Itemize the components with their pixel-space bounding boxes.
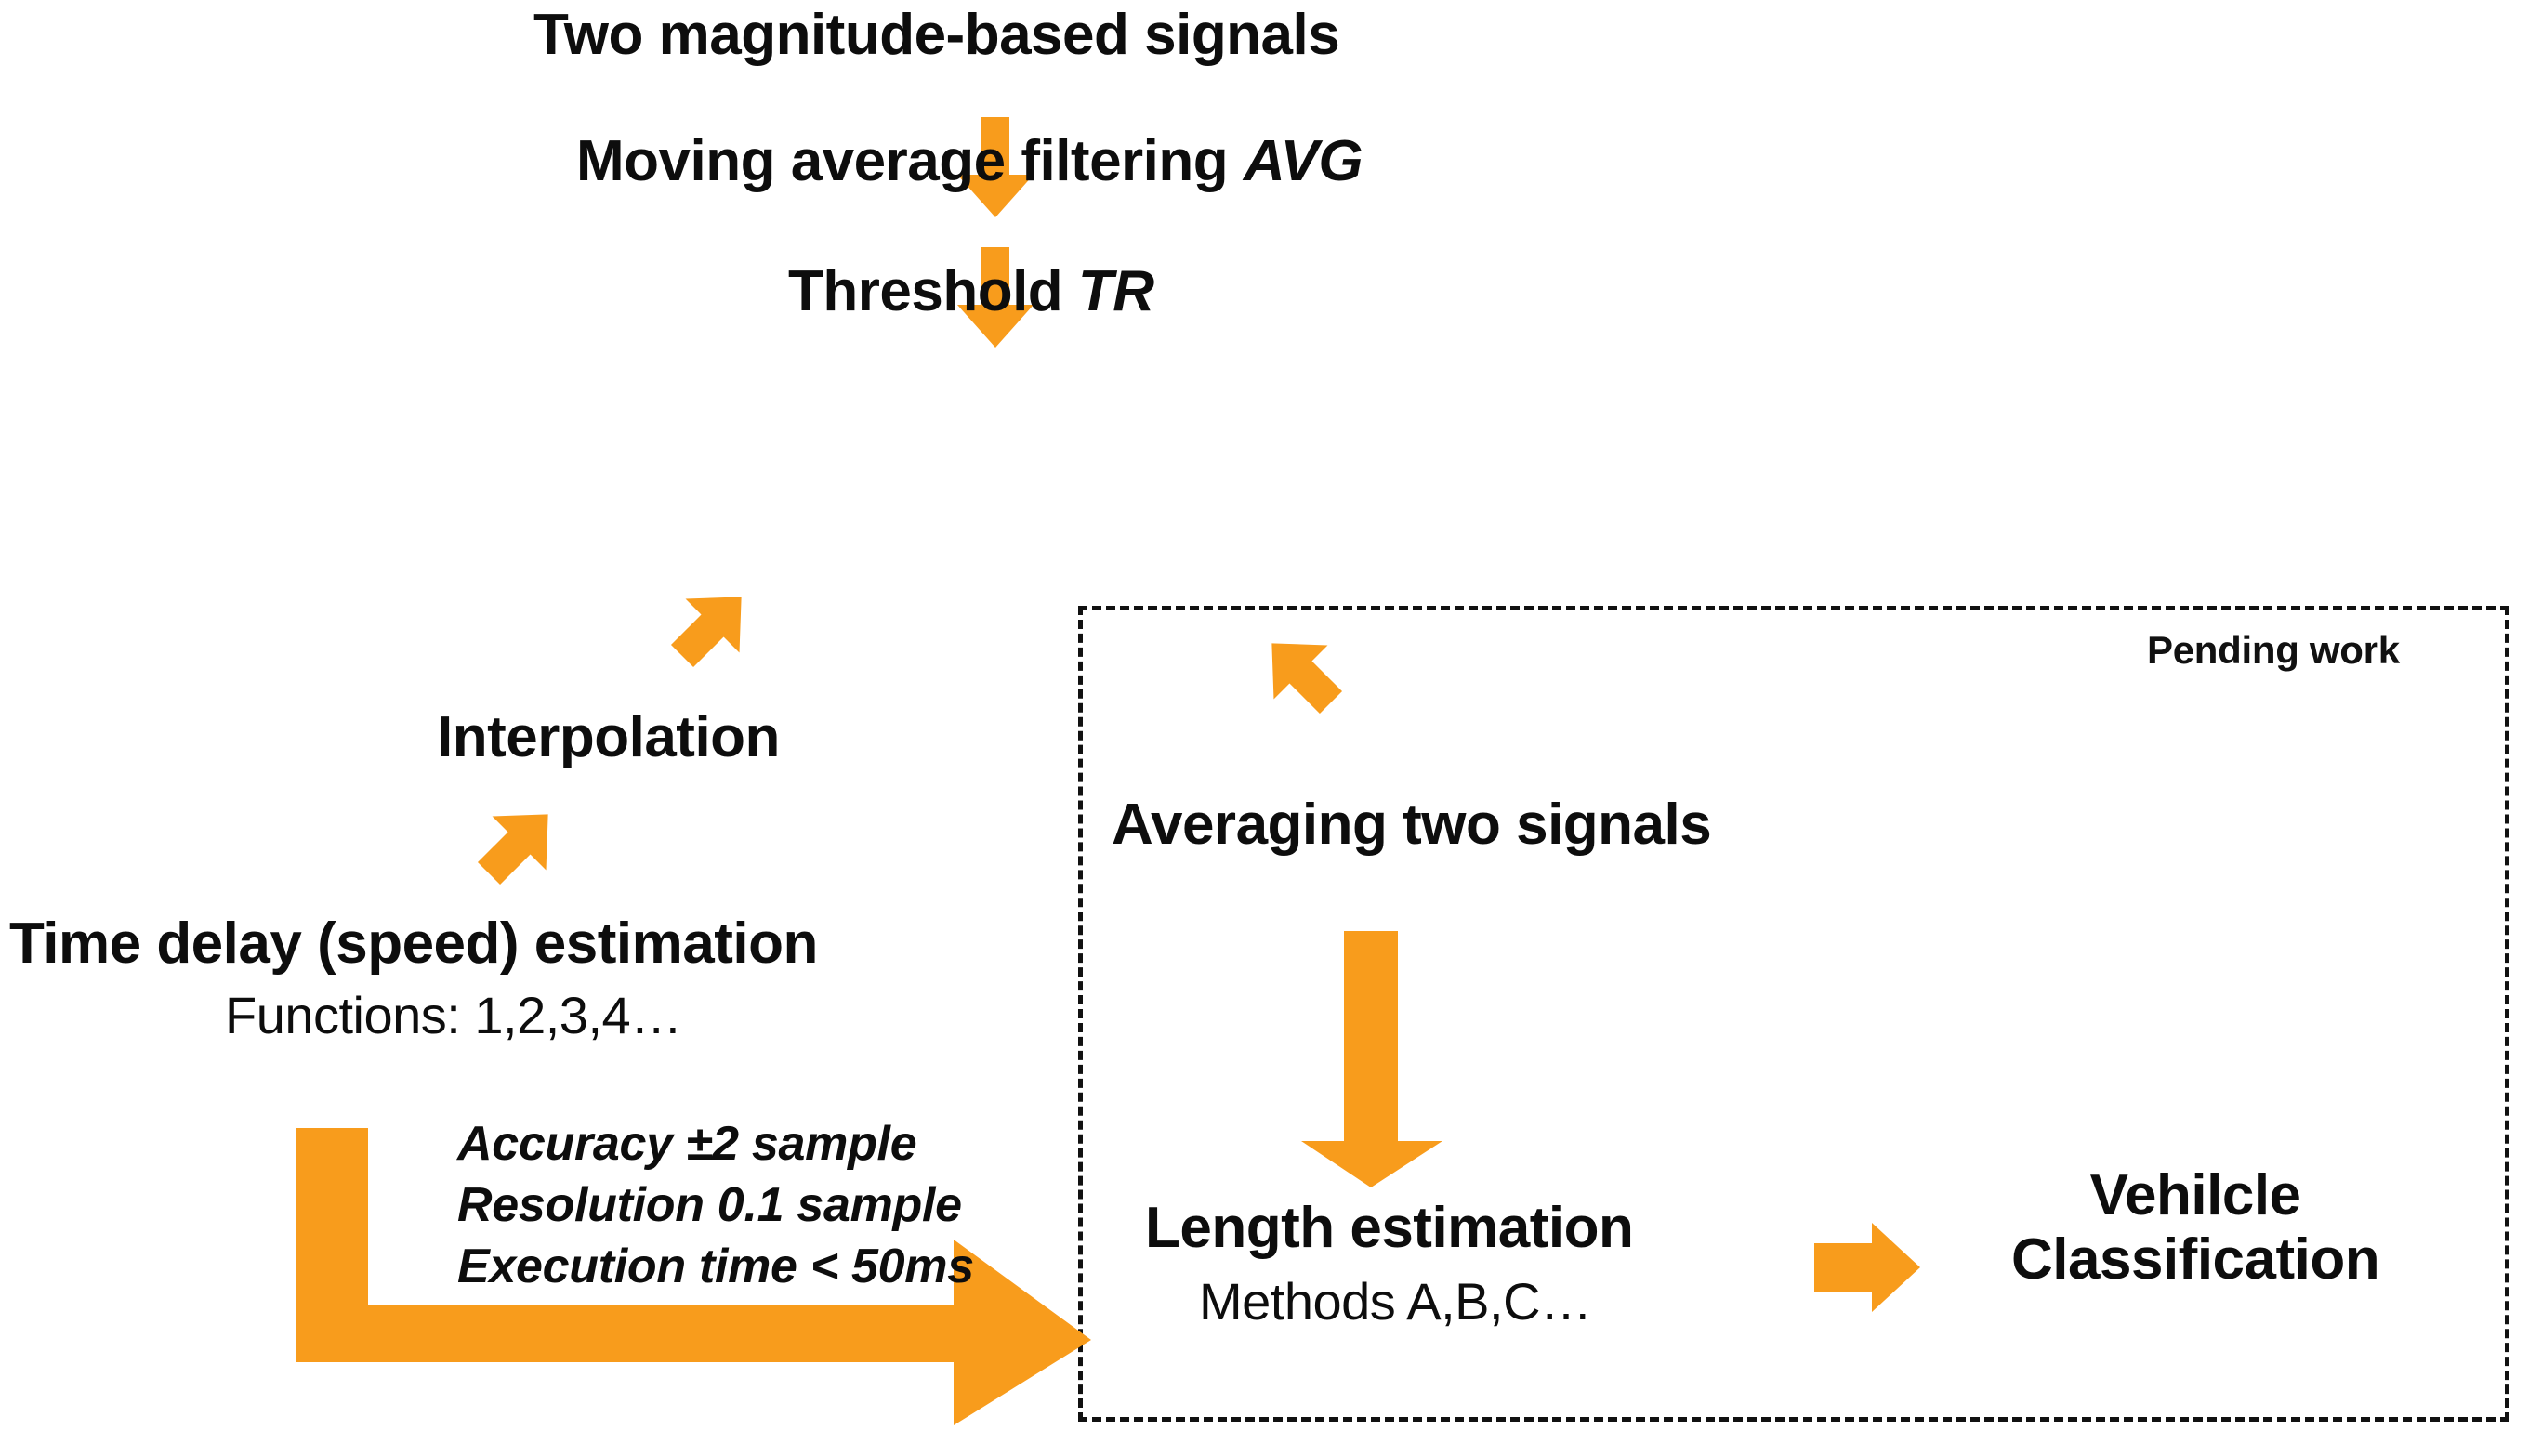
- arrow-threshold-to-interpolation-icon: [658, 578, 760, 680]
- spec-line-execution-time: Execution time < 50ms: [457, 1240, 974, 1294]
- node-threshold-symbol: TR: [1077, 259, 1154, 323]
- node-threshold: Threshold TR: [788, 262, 1154, 321]
- arrow-signals-to-moving-average-icon: [954, 117, 1037, 219]
- pending-work-label: Pending work: [2147, 628, 2400, 672]
- spec-line-resolution: Resolution 0.1 sample: [457, 1178, 962, 1233]
- pending-work-group-box: [1078, 606, 2509, 1422]
- node-source-signals: Two magnitude-based signals: [533, 3, 1340, 67]
- node-threshold-text: Threshold: [788, 259, 1078, 323]
- node-length-estimation-sublabel: Methods A,B,C…: [1199, 1272, 1592, 1331]
- node-time-delay-sublabel: Functions: 1,2,3,4…: [225, 986, 682, 1044]
- spec-annotation-block: Accuracy ±2 sample Resolution 0.1 sample…: [457, 1113, 974, 1297]
- node-moving-average: Moving average filtering AVG: [576, 132, 1363, 190]
- node-averaging-two-signals: Averaging two signals: [1112, 793, 1712, 857]
- arrow-length-to-classification-icon: [1814, 1219, 1926, 1321]
- node-vehicle-classification-line1: Vehilcle: [2089, 1163, 2301, 1227]
- node-interpolation: Interpolation: [437, 705, 780, 769]
- node-moving-average-text: Moving average filtering: [576, 129, 1244, 193]
- spec-line-accuracy: Accuracy ±2 sample: [457, 1117, 917, 1171]
- arrow-time-delay-to-pending-group-icon: [296, 1128, 1095, 1425]
- node-vehicle-classification-line2: Classification: [2011, 1227, 2380, 1292]
- arrow-interpolation-to-time-delay-icon: [465, 795, 567, 898]
- node-moving-average-symbol: AVG: [1243, 129, 1363, 193]
- node-vehicle-classification: Vehilcle Classification: [2011, 1163, 2380, 1292]
- node-length-estimation: Length estimation: [1145, 1196, 1634, 1260]
- arrow-averaging-to-length-icon: [1288, 931, 1465, 1189]
- arrow-threshold-to-averaging-icon: [1253, 624, 1355, 727]
- node-time-delay: Time delay (speed) estimation: [9, 912, 818, 976]
- arrow-moving-average-to-threshold-icon: [954, 247, 1037, 349]
